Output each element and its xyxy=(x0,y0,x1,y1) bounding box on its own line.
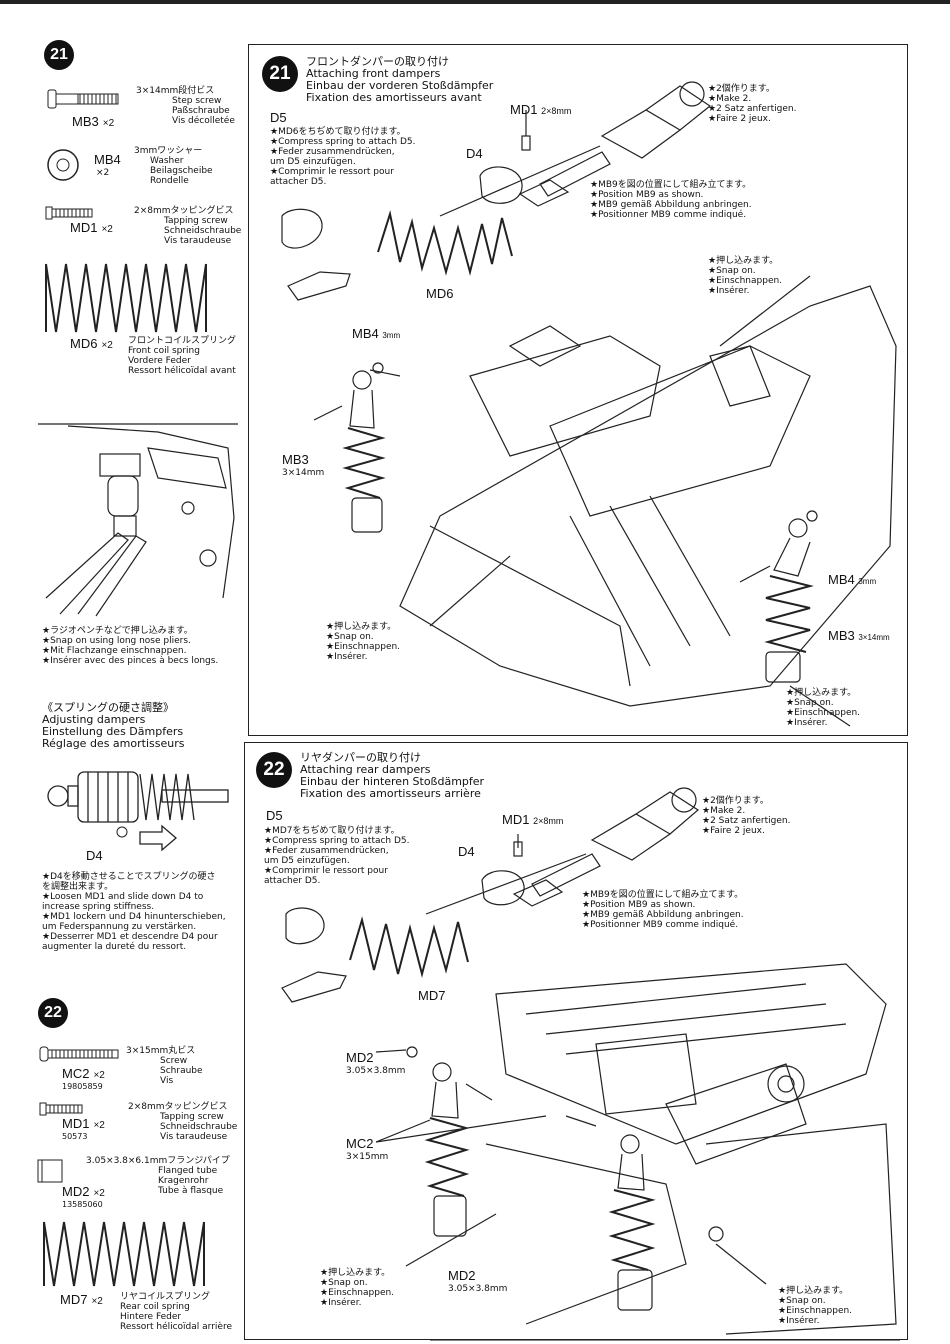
step-21-badge: 21 xyxy=(262,56,298,92)
mc2-part-number: 19805859 xyxy=(62,1082,103,1091)
md1b-part-code: MD1×2 xyxy=(62,1116,105,1131)
flanged-tube-icon xyxy=(37,1159,63,1183)
md6-part-desc: フロントコイルスプリング Front coil spring Vordere F… xyxy=(128,336,237,376)
mb4-label-21-left: MB4 3mm xyxy=(352,326,401,341)
mc2-label-22: MC2 xyxy=(346,1136,374,1151)
step-22-title: リヤダンパーの取り付け Attaching rear dampers Einba… xyxy=(300,751,485,800)
snap-note-22-right: ★押し込みます。 ★Snap on. ★Einschnappen. ★Insér… xyxy=(778,1286,853,1326)
mb4-part-desc: 3mmワッシャー Washer Beilagscheibe Rondelle xyxy=(134,146,213,186)
mc2-part-code: MC2×2 xyxy=(62,1066,105,1081)
mc2-size-22: 3×15mm xyxy=(346,1152,389,1162)
step-screw-icon xyxy=(47,89,119,109)
md2-size-22-top: 3.05×3.8mm xyxy=(346,1066,406,1076)
screw-icon xyxy=(39,1046,119,1062)
md2-part-number: 13585060 xyxy=(62,1200,103,1209)
md1b-part-desc: 2×8mmタッピングビス Tapping screw Schneidschrau… xyxy=(128,1102,238,1142)
md2-label-22-bottom: MD2 xyxy=(448,1268,476,1283)
make-2-note-21: ★2個作ります。 ★Make 2. ★2 Satz anfertigen. ★F… xyxy=(708,84,797,124)
step-21-badge-left: 21 xyxy=(44,40,74,70)
adjust-dampers-title: 《スプリングの硬さ調整》 Adjusting dampers Einstellu… xyxy=(42,701,185,750)
md1-part-code: MD1×2 xyxy=(70,220,113,235)
snap-note-21-bottom: ★押し込みます。 ★Snap on. ★Einschnappen. ★Insér… xyxy=(786,688,861,728)
md7-label-22: MD7 xyxy=(418,988,446,1003)
mb3-label-21-right: MB3 3×14mm xyxy=(828,628,890,643)
md6-label-21: MD6 xyxy=(426,286,454,301)
mb4-part-code: MB4 xyxy=(94,152,121,167)
mb3-size-21-left: 3×14mm xyxy=(282,468,325,478)
mb9-note-22: ★MB9を図の位置にして組み立てます。 ★Position MB9 as sho… xyxy=(582,890,744,930)
md7-part-desc: リヤコイルスプリング Rear coil spring Hintere Fede… xyxy=(120,1292,232,1332)
make-2-note-22: ★2個作ります。 ★Make 2. ★2 Satz anfertigen. ★F… xyxy=(702,796,791,836)
damper-adjust-illustration xyxy=(47,771,229,852)
pliers-note: ★ラジオペンチなどで押し込みます。 ★Snap on using long no… xyxy=(42,626,219,666)
d4-label-22: D4 xyxy=(458,844,475,859)
step-22-badge-left: 22 xyxy=(38,998,68,1028)
md1b-part-number: 50573 xyxy=(62,1132,88,1141)
d5-label-21: D5 xyxy=(270,110,287,125)
front-damper-assembly-drawing xyxy=(281,81,897,727)
front-coil-spring-icon xyxy=(45,263,207,333)
mb4-label-21-right: MB4 3mm xyxy=(828,572,877,587)
step-22-badge: 22 xyxy=(256,752,292,788)
mb3-part-code: MB3×2 xyxy=(72,114,115,129)
mb3-label-21-left: MB3 xyxy=(282,452,309,467)
md2-part-code: MD2×2 xyxy=(62,1184,105,1199)
step-21-panel xyxy=(248,44,908,736)
bottom-edge xyxy=(430,1340,900,1341)
md2-size-22-bottom: 3.05×3.8mm xyxy=(448,1284,508,1294)
d4-label-21: D4 xyxy=(466,146,483,161)
tapping-screw-icon-2 xyxy=(39,1102,83,1116)
md7-part-code: MD7×2 xyxy=(60,1292,103,1307)
md2-part-desc: 3.05×3.8×6.1mmフランジパイプ Flanged tube Krage… xyxy=(86,1156,230,1196)
step-21-title: フロントダンパーの取り付け Attaching front dampers Ei… xyxy=(306,55,494,104)
mb9-note-21: ★MB9を図の位置にして組み立てます。 ★Position MB9 as sho… xyxy=(590,180,752,220)
snap-note-22-left: ★押し込みます。 ★Snap on. ★Einschnappen. ★Insér… xyxy=(320,1268,395,1308)
d5-note-22: ★MD7をちぢめて取り付けます。 ★Compress spring to att… xyxy=(264,826,410,886)
md2-label-22-top: MD2 xyxy=(346,1050,374,1065)
mb4-count: ×2 xyxy=(96,168,110,178)
top-rule xyxy=(0,0,950,4)
d5-label-22: D5 xyxy=(266,808,283,823)
step-22-panel xyxy=(244,742,908,1340)
mc2-part-desc: 3×15mm丸ビス Screw Schraube Vis xyxy=(126,1046,203,1086)
rear-damper-assembly-drawing xyxy=(281,787,897,1335)
snap-note-21-top: ★押し込みます。 ★Snap on. ★Einschnappen. ★Insér… xyxy=(708,256,783,296)
tapping-screw-icon xyxy=(45,206,93,220)
d5-note-21: ★MD6をちぢめて取り付けます。 ★Compress spring to att… xyxy=(270,127,416,187)
washer-icon xyxy=(47,149,79,181)
d4-adjust-label: D4 xyxy=(86,848,103,863)
md6-part-code: MD6×2 xyxy=(70,336,113,351)
md1-part-desc: 2×8mmタッピングビス Tapping screw Schneidschrau… xyxy=(134,206,242,246)
snap-note-21-mid: ★押し込みます。 ★Snap on. ★Einschnappen. ★Insér… xyxy=(326,622,401,662)
mb3-part-desc: 3×14mm段付ビス Step screw Paßschraube Vis dé… xyxy=(136,86,235,126)
adjust-note: ★D4を移動させることでスプリングの硬さ を調整出来ます。 ★Loosen MD… xyxy=(42,872,226,952)
md1-label-22: MD1 2×8mm xyxy=(502,812,564,827)
md1-label-21: MD1 2×8mm xyxy=(510,102,572,117)
rear-coil-spring-icon xyxy=(43,1221,205,1287)
pliers-illustration xyxy=(38,423,238,617)
